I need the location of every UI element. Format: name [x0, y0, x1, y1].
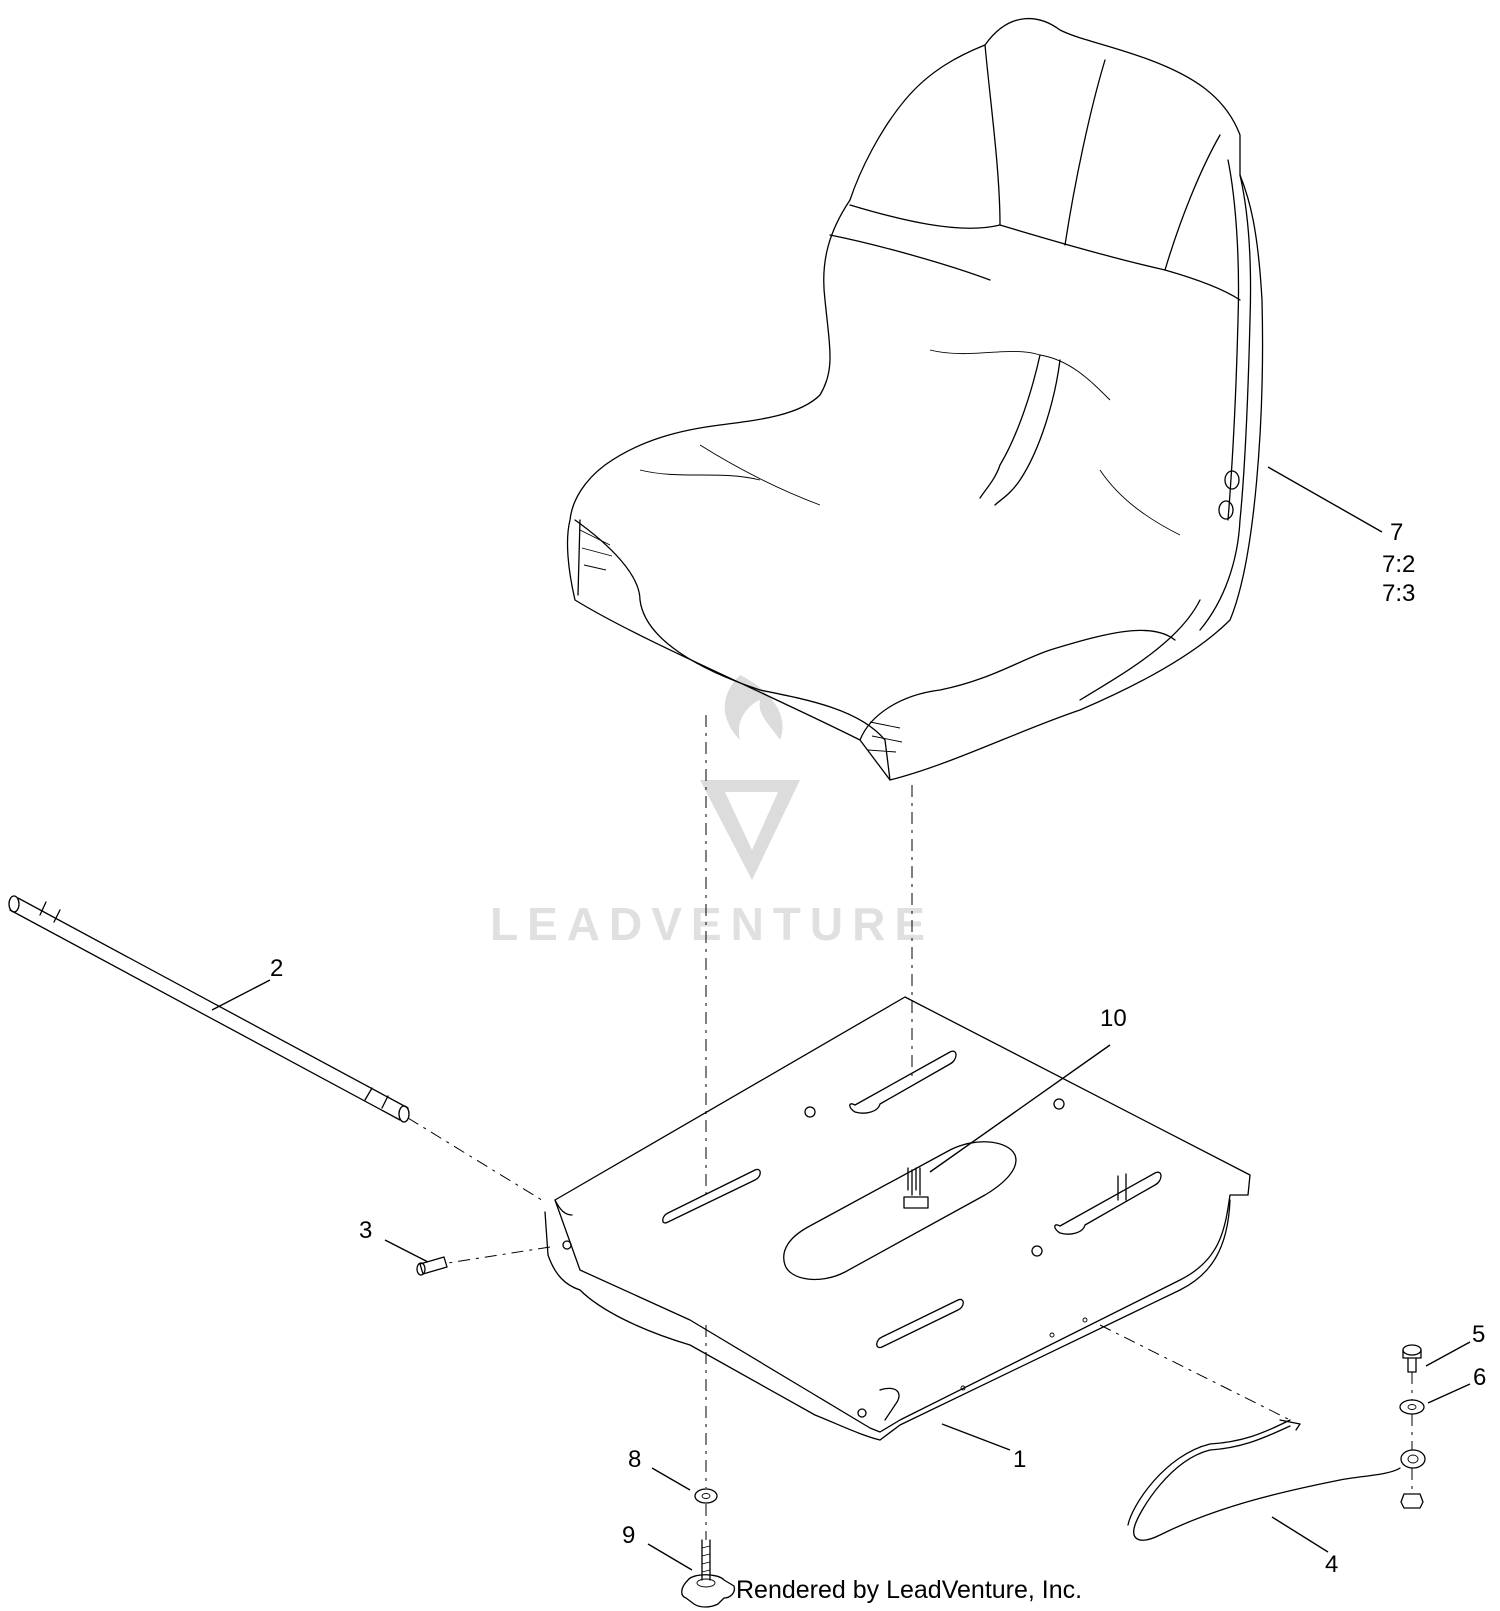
callout-2: 2 [270, 955, 283, 982]
callout-4: 4 [1325, 1551, 1338, 1578]
leader-10 [929, 1044, 1111, 1173]
callout-8: 8 [628, 1446, 641, 1473]
screw-part-5 [1402, 1344, 1422, 1373]
render-credit: Rendered by LeadVenture, Inc. [736, 1576, 1082, 1604]
callout-9: 9 [622, 1522, 635, 1549]
nut-part [1400, 1493, 1424, 1509]
leader-8 [651, 1467, 691, 1491]
callout-7: 7 [1390, 519, 1403, 546]
leader-7 [1267, 466, 1383, 533]
cable-part-4 [1127, 1419, 1426, 1541]
seat-pan-part-1 [544, 996, 1251, 1441]
stud-part-10 [907, 1167, 917, 1191]
watermark-text: LEADVENTURE [490, 898, 934, 950]
leader-2 [211, 979, 271, 1011]
leader-1 [941, 1423, 1011, 1451]
callout-10: 10 [1100, 1005, 1127, 1032]
leader-9 [647, 1543, 693, 1571]
callout-1: 1 [1013, 1446, 1026, 1473]
callout-3: 3 [359, 1217, 372, 1244]
washer-part-8 [694, 1488, 718, 1504]
leader-4 [1271, 1516, 1329, 1553]
callout-5: 5 [1472, 1321, 1485, 1348]
leader-5 [1425, 1341, 1471, 1367]
seat-part-7 [566, 18, 1264, 781]
leader-3 [384, 1239, 429, 1263]
callout-6: 6 [1473, 1364, 1486, 1391]
washer-part-6 [1399, 1399, 1425, 1415]
leader-lines [211, 466, 1471, 1571]
leader-6 [1427, 1383, 1471, 1404]
callout-7-2: 7:2 [1382, 551, 1415, 578]
assembly-lines [407, 715, 1413, 1540]
callout-7-3: 7:3 [1382, 580, 1415, 607]
rod-part-2 [8, 895, 410, 1123]
pin-part-3 [416, 1256, 448, 1276]
watermark-logo [700, 675, 800, 880]
knob-part-9 [681, 1539, 736, 1608]
